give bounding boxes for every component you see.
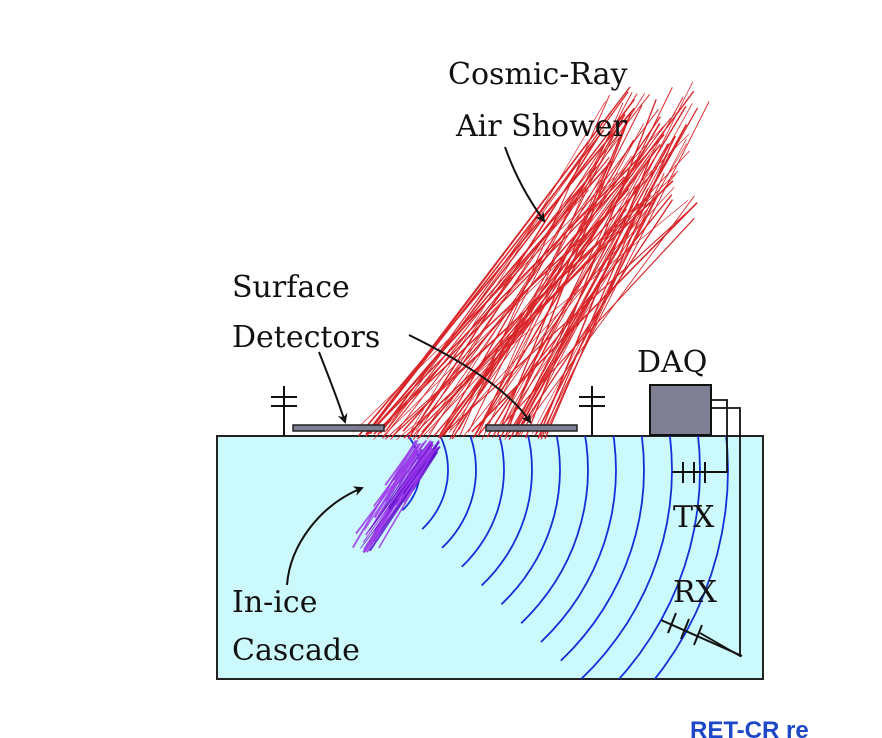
daq-label: DAQ <box>637 345 707 380</box>
air-shower-streak <box>396 200 689 440</box>
air-shower-label-line1: Cosmic-Ray <box>448 57 628 92</box>
air-shower-streak <box>428 117 672 434</box>
radio-wave-arc <box>560 436 645 662</box>
air-shower-streak <box>380 91 629 434</box>
surface-detectors-label-line1: Surface <box>232 270 350 305</box>
air-shower-streak <box>365 112 611 437</box>
air-shower-streak <box>509 103 693 434</box>
arrow-air-shower <box>504 146 546 223</box>
air-shower-streak <box>481 122 628 440</box>
radio-wave-arc <box>461 436 505 568</box>
cascade-streak <box>355 439 428 535</box>
air-shower-streak <box>496 119 628 438</box>
air-shower-streak <box>384 145 592 433</box>
air-shower-streak <box>467 129 618 433</box>
air-shower-streak <box>486 105 687 438</box>
air-shower-streak <box>385 195 652 440</box>
air-shower-streak <box>492 174 639 438</box>
air-shower-streak <box>437 113 626 439</box>
air-shower-streak <box>416 188 630 440</box>
daq-rx-cable <box>699 407 741 658</box>
cascade-streak <box>362 444 433 543</box>
tx-label: TX <box>673 500 715 535</box>
radio-wave-arc <box>653 436 729 679</box>
air-shower-streak <box>516 81 694 437</box>
air-shower-streak <box>544 172 665 435</box>
in-ice-cascade <box>351 439 441 554</box>
daq-box-icon <box>649 384 712 436</box>
arrow-surface-right <box>408 334 532 424</box>
cascade-label-line1: In-ice <box>232 585 317 620</box>
rx-label: RX <box>673 575 718 610</box>
air-shower-streak <box>517 195 695 436</box>
radio-wave-arc <box>579 436 673 679</box>
cosmic-ray-air-shower <box>353 81 710 441</box>
cascade-streak <box>373 443 420 519</box>
air-shower-streak <box>462 173 677 437</box>
air-shower-streak <box>524 99 657 439</box>
air-shower-streak <box>403 180 674 439</box>
arrow-cascade <box>286 486 364 586</box>
air-shower-streak <box>441 143 661 436</box>
radio-wave-arc <box>540 436 617 643</box>
air-shower-streak <box>385 94 650 432</box>
cascade-streak <box>368 445 441 552</box>
radio-wave-arc <box>520 436 589 624</box>
air-shower-streak <box>498 215 647 431</box>
cascade-streak <box>384 439 419 486</box>
cascade-label-line2: Cascade <box>232 633 360 668</box>
radio-wave-arc <box>441 436 477 549</box>
radio-wave-arc <box>421 436 449 530</box>
cascade-streak <box>402 441 431 479</box>
air-shower-streak <box>367 153 644 435</box>
air-shower-streak <box>515 124 688 435</box>
cascade-streak <box>396 448 434 500</box>
air-shower-streak <box>478 102 624 435</box>
air-shower-streak <box>369 182 586 435</box>
cascade-streak <box>368 441 434 531</box>
air-shower-streak <box>508 107 699 441</box>
radio-waves <box>401 436 729 679</box>
air-shower-streak <box>451 139 635 440</box>
air-shower-streak <box>493 217 695 435</box>
surface-antenna-icon <box>271 386 297 436</box>
tx-antenna-icon <box>672 462 727 483</box>
air-shower-streak <box>382 157 610 439</box>
radio-wave-arc <box>480 436 533 587</box>
air-shower-streak <box>449 91 633 440</box>
cascade-streak <box>398 443 429 484</box>
air-shower-streak <box>410 100 606 431</box>
air-shower-streak <box>412 93 638 440</box>
radio-wave-arc <box>500 436 561 606</box>
air-shower-streak <box>357 107 636 437</box>
air-shower-streak <box>440 210 690 437</box>
surface-detector-left <box>292 424 385 432</box>
surface-detector-right <box>485 424 578 432</box>
cascade-streak <box>404 442 439 501</box>
cascade-streak <box>360 450 436 549</box>
arrow-surface-left <box>318 351 348 424</box>
air-shower-streak <box>471 202 698 433</box>
surface-detectors-label-line2: Detectors <box>232 320 380 355</box>
air-shower-label-line2: Air Shower <box>455 109 628 144</box>
surface-antenna-icon <box>579 386 605 436</box>
air-shower-streak <box>402 134 665 432</box>
air-shower-streak <box>353 172 619 433</box>
air-shower-streak <box>373 112 677 440</box>
corner-title-text: RET-CR re <box>690 717 809 738</box>
radio-wave-arc <box>617 436 701 679</box>
rx-antenna-icon <box>660 612 743 657</box>
air-shower-streak <box>382 133 690 437</box>
cascade-streak <box>412 451 439 492</box>
